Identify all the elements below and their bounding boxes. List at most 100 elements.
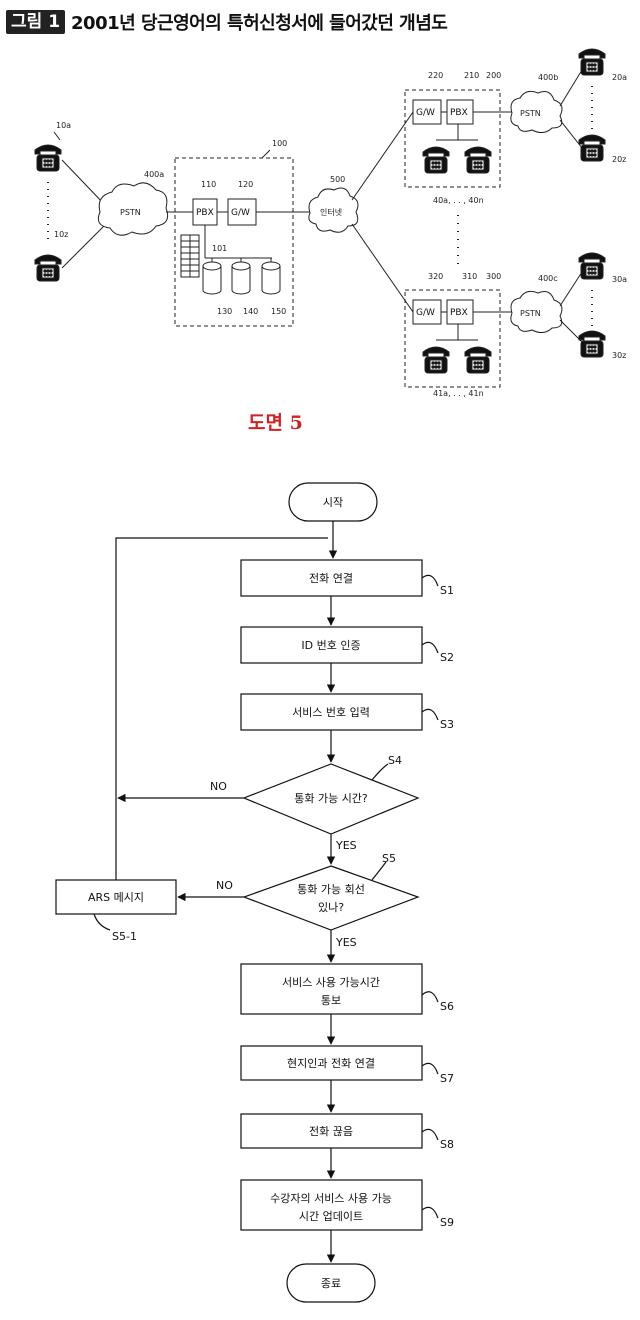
top-right-phone-top-ref: 20a bbox=[612, 73, 627, 82]
top-gw-ref: 220 bbox=[428, 71, 443, 80]
figure-badge: 그림 1 bbox=[6, 10, 66, 34]
bottom-right-phone-bottom-ref: 30z bbox=[612, 351, 626, 360]
s3-tag: S3 bbox=[440, 718, 454, 731]
center-pbx-ref: 110 bbox=[201, 180, 216, 189]
top-right-phone-bottom-icon bbox=[578, 134, 606, 162]
bottom-branch-phone-1-icon bbox=[422, 346, 450, 374]
s6-label-line2: 통보 bbox=[321, 994, 341, 1007]
s8-label: 전화 끊음 bbox=[309, 1125, 353, 1138]
bottom-gw-label: G/W bbox=[416, 308, 435, 318]
network-diagram: 10a 10z PSTN 400a 100 PBX 110 G/W 120 bbox=[34, 48, 627, 398]
pstn-a-ref: 400a bbox=[144, 170, 164, 179]
top-branch-box bbox=[404, 89, 501, 188]
s5-label-line1: 통화 가능 회선 bbox=[297, 883, 365, 896]
s5-1-box bbox=[55, 879, 177, 915]
s5-1-tag: S5-1 bbox=[112, 930, 137, 943]
bottom-right-phone-top-icon bbox=[578, 252, 606, 280]
s8-box bbox=[240, 1113, 423, 1149]
s5-1-label: ARS 메시지 bbox=[88, 891, 144, 904]
s5-no-label: NO bbox=[216, 879, 233, 892]
top-pbx-box bbox=[446, 99, 474, 125]
left-phone-bottom-ref: 10z bbox=[54, 230, 68, 239]
drawing-title: 도면 5 bbox=[248, 412, 303, 434]
database-icons bbox=[202, 258, 281, 295]
pstn-a-label: PSTN bbox=[120, 208, 141, 217]
s1-label: 전화 연결 bbox=[309, 572, 353, 585]
s7-tag: S7 bbox=[440, 1072, 454, 1085]
bottom-gw-box bbox=[412, 299, 442, 325]
pstn-c-label: PSTN bbox=[520, 309, 541, 318]
s3-box bbox=[240, 693, 423, 731]
db-130-ref: 130 bbox=[217, 307, 232, 316]
center-gw-ref: 120 bbox=[238, 180, 253, 189]
end-terminal bbox=[286, 1263, 376, 1303]
internet-ref: 500 bbox=[330, 175, 345, 184]
flowchart: 시작 전화 연결 S1 ID 번호 인증 S2 서비스 번호 입력 S3 통화 … bbox=[55, 482, 454, 1303]
bottom-branch-box bbox=[404, 289, 501, 388]
bottom-pbx-label: PBX bbox=[450, 308, 468, 318]
s9-label-line1: 수강자의 서비스 사용 가능 bbox=[270, 1192, 392, 1205]
db-150-ref: 150 bbox=[271, 307, 286, 316]
bottom-gw-ref: 320 bbox=[428, 272, 443, 281]
db-140-ref: 140 bbox=[243, 307, 258, 316]
center-gw-box bbox=[227, 198, 257, 226]
s4-tag: S4 bbox=[388, 754, 402, 767]
s3-label: 서비스 번호 입력 bbox=[292, 706, 370, 719]
top-branch-phone-2-icon bbox=[464, 146, 492, 174]
top-branch-phone-1-icon bbox=[422, 146, 450, 174]
s7-label: 현지인과 전화 연결 bbox=[287, 1057, 375, 1070]
s7-box bbox=[240, 1045, 423, 1081]
bottom-branch-phones-ref: 41a, . . , 41n bbox=[433, 389, 484, 398]
s5-decision bbox=[242, 865, 420, 931]
start-label: 시작 bbox=[323, 496, 343, 509]
pstn-b-label: PSTN bbox=[520, 109, 541, 118]
s6-label-line1: 서비스 사용 가능시간 bbox=[282, 976, 380, 989]
bottom-pbx-ref: 310 bbox=[462, 272, 477, 281]
left-phone-bottom-icon bbox=[34, 254, 62, 282]
s5-tag: S5 bbox=[382, 852, 396, 865]
s9-tag: S9 bbox=[440, 1216, 454, 1229]
pstn-b-ref: 400b bbox=[538, 73, 558, 82]
bottom-box-ref: 300 bbox=[486, 272, 501, 281]
center-pbx-box bbox=[192, 198, 218, 226]
s9-box bbox=[240, 1179, 423, 1231]
s1-tag: S1 bbox=[440, 584, 454, 597]
s6-tag: S6 bbox=[440, 1000, 454, 1013]
internet-label: 인터넷 bbox=[320, 207, 342, 217]
center-gw-label: G/W bbox=[231, 208, 250, 218]
pstn-cloud-c bbox=[510, 290, 563, 334]
s4-yes-label: YES bbox=[335, 839, 357, 852]
storage-grid bbox=[180, 234, 200, 278]
top-box-ref: 200 bbox=[486, 71, 501, 80]
pstn-cloud-b bbox=[510, 90, 563, 134]
s5-yes-label: YES bbox=[335, 936, 357, 949]
top-gw-label: G/W bbox=[416, 108, 435, 118]
bottom-branch-phone-2-icon bbox=[464, 346, 492, 374]
left-phone-top-ref: 10a bbox=[56, 121, 71, 130]
top-pbx-ref: 210 bbox=[464, 71, 479, 80]
s9-label-line2: 시간 업데이트 bbox=[299, 1210, 363, 1223]
top-branch-phones-ref: 40a, . . , 40n bbox=[433, 196, 484, 205]
top-right-phone-top-icon bbox=[578, 48, 606, 76]
figure-caption: 그림 1 2001년 당근영어의 특허신청서에 들어갔던 개념도 bbox=[6, 8, 448, 36]
center-box-ref: 100 bbox=[272, 139, 287, 148]
s4-label: 통화 가능 시간? bbox=[294, 792, 368, 805]
s2-tag: S2 bbox=[440, 651, 454, 664]
top-pbx-label: PBX bbox=[450, 108, 468, 118]
left-phone-top-icon bbox=[34, 144, 62, 172]
bottom-right-phone-bottom-icon bbox=[578, 330, 606, 358]
s1-box bbox=[240, 559, 423, 597]
s4-no-label: NO bbox=[210, 780, 227, 793]
center-system-box bbox=[174, 157, 294, 327]
end-label: 종료 bbox=[321, 1277, 341, 1290]
pstn-cloud-a bbox=[97, 182, 169, 236]
top-right-phone-bottom-ref: 20z bbox=[612, 155, 626, 164]
storage-ref: 101 bbox=[212, 244, 227, 253]
s8-tag: S8 bbox=[440, 1138, 454, 1151]
center-pbx-label: PBX bbox=[196, 208, 214, 218]
s2-label: ID 번호 인증 bbox=[301, 639, 360, 652]
figure-title: 2001년 당근영어의 특허신청서에 들어갔던 개념도 bbox=[71, 13, 448, 34]
s5-label-line2: 있나? bbox=[318, 901, 344, 914]
bottom-right-phone-top-ref: 30a bbox=[612, 275, 627, 284]
